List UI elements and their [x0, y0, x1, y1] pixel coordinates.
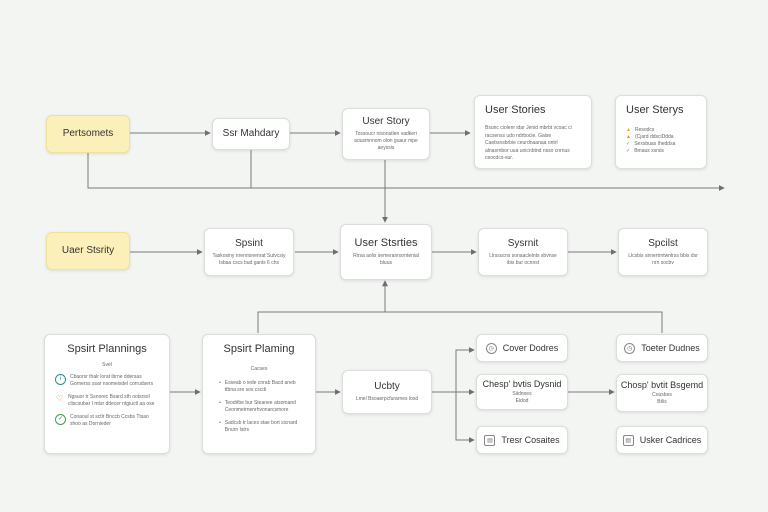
node-description: Llcsbis sirnertrntwnlrss bbis dsr nrn so…	[628, 252, 698, 266]
node-subtitle: Siidnnes	[512, 391, 532, 398]
heart-icon: ♡	[55, 393, 64, 403]
list-item: ▲(Cjard ddsciDdda	[626, 134, 674, 141]
node-user-stories-1[interactable]: User Stories Bsunc ciolenr idar Jenid mb…	[474, 95, 592, 169]
clock-icon: ◷	[624, 342, 636, 354]
story-list: ▲Resodcs ▲(Cjard ddsciDdda ✓Sexsbuas Ihe…	[626, 127, 696, 155]
node-label: Cacses	[250, 366, 268, 373]
list-item: ✓Sexsbuas Iheddsa	[626, 141, 676, 148]
node-cheop-dynamical-1[interactable]: Chesp' bvtis Dysnid Siidnnes Eidod	[476, 374, 568, 410]
list-item: ✓Bmaus xsrsis	[626, 148, 664, 155]
node-tender-odicues[interactable]: ▤ Tresr Cosaites	[476, 426, 568, 454]
node-description: Llrssucns sonaaclelnts sbvnse ibis bur o…	[489, 252, 557, 266]
triangle-icon: ▲	[626, 134, 631, 141]
node-title: Usker Cadrices	[639, 434, 702, 445]
bullet-icon: •	[219, 399, 221, 406]
branch-up	[455, 347, 475, 392]
clock-icon: ◷	[485, 342, 497, 354]
document-icon: ▤	[622, 434, 634, 446]
list-item: ▲Resodcs	[626, 127, 655, 134]
node-title: Pertsomets	[62, 128, 114, 139]
node-description: Bsunc ciolenr idar Jenid mbrbt vcoac ci …	[485, 125, 572, 162]
node-sprint-2[interactable]: Sysrnit Llrssucns sonaaclelnts sbvnse ib…	[478, 228, 568, 276]
node-title: User Sterys	[626, 104, 684, 116]
node-user-stories-mid[interactable]: User Stsrties Rirsa aolis semerannsrnten…	[340, 224, 432, 280]
node-title: Cover Dodres	[502, 342, 559, 353]
node-tester-dodes[interactable]: ◷ Toeter Dudnes	[616, 334, 708, 362]
node-utility[interactable]: Ucbty Lmel Bsoaerpcfurarnes losd	[342, 370, 432, 414]
node-title: User Stsrties	[354, 237, 418, 250]
node-title: Uaer Stsrity	[61, 245, 115, 256]
node-title: Chosp' bvtit Bsgemd	[620, 380, 704, 391]
node-title: Tresr Cosaites	[501, 434, 560, 445]
node-sprint-1[interactable]: Spsint Taskosiny nrenrionenrat Sutvcsiy …	[204, 228, 294, 276]
branch-down	[455, 392, 475, 443]
node-user-story-top[interactable]: User Story Tossoucr nisonatlen vadkeri a…	[342, 108, 430, 160]
list-item: •Teodrlbe bur Steanee atsomand Ceonmetrn…	[219, 399, 296, 413]
node-footnote: Eidod	[515, 397, 529, 404]
node-title: User Stories	[485, 104, 546, 116]
node-title: Ssr Mahdary	[222, 128, 280, 139]
list-item: •Sadcsb tr laces stae bort sicnard Bnurn…	[219, 419, 298, 433]
bullet-icon: •	[219, 379, 221, 386]
node-user-stories-2[interactable]: User Sterys ▲Resodcs ▲(Cjard ddsciDdda ✓…	[615, 95, 707, 169]
node-subtitle: Cousbes	[652, 392, 672, 399]
node-description: Taskosiny nrenrionenrat Sutvcsiy Isbaa c…	[212, 252, 286, 266]
list-item: ♡Ngsuor tr Ssnorec Bsard sth ootsrsol cl…	[55, 393, 155, 407]
node-title: Spcilst	[648, 237, 678, 249]
info-icon: i	[55, 373, 66, 385]
node-sprint-planning[interactable]: Spsirt Plaming Cacses •Esseab o iede cnr…	[202, 334, 316, 454]
node-title: Chesp' bvtis Dysnid	[482, 379, 562, 390]
node-usker-cadrices[interactable]: ▤ Usker Cadrices	[616, 426, 708, 454]
node-footnote: Btlis	[657, 398, 667, 405]
node-description: Rirsa aolis semerannsrntenial bluus	[353, 253, 419, 267]
node-description: Lmel Bsoaerpcfurarnes losd	[355, 396, 419, 403]
node-title: User Story	[362, 116, 410, 128]
node-user-story-mid[interactable]: Uaer Stsrity	[46, 232, 130, 270]
planning-list: •Esseab o iede cnrab Bacd aneb ttbna sre…	[213, 380, 305, 434]
feedback-line	[257, 311, 663, 333]
node-title: Toeter Dudnes	[641, 342, 700, 353]
node-title: Sysrnit	[507, 237, 539, 249]
node-description: Tossoucr nisonatlen vadkeri aousmnnom ol…	[354, 131, 418, 151]
document-icon: ▤	[484, 434, 496, 446]
check-icon: ✓	[626, 141, 631, 148]
node-cheop-dynamical-2[interactable]: Chosp' bvtit Bsgemd Cousbes Btlis	[616, 374, 708, 412]
node-title: Ucbty	[374, 381, 400, 393]
list-item: ✓Conaoul st sctlr Bnccb Ccsbs Ttsao shoo…	[55, 413, 159, 428]
leaf-icon: ✓	[55, 413, 66, 425]
loop-line-top	[87, 152, 725, 191]
node-personas[interactable]: Pertsomets	[46, 115, 130, 153]
check-icon: ✓	[626, 148, 631, 155]
bullet-icon: •	[219, 419, 221, 426]
node-sprint-3[interactable]: Spcilst Llcsbis sirnertrntwnlrss bbis ds…	[618, 228, 708, 276]
node-story-mapping[interactable]: Ssr Mahdary	[212, 118, 290, 150]
node-title: Spsint	[235, 237, 263, 249]
triangle-icon: ▲	[626, 127, 631, 134]
node-label: Svel	[102, 362, 112, 369]
node-title: Spsirt Plaming	[223, 343, 295, 355]
node-title: Spsirt Plannings	[67, 343, 147, 355]
list-item: •Esseab o iede cnrab Bacd aneb ttbna sre…	[219, 379, 296, 393]
node-cover-dodes[interactable]: ◷ Cover Dodres	[476, 334, 568, 362]
